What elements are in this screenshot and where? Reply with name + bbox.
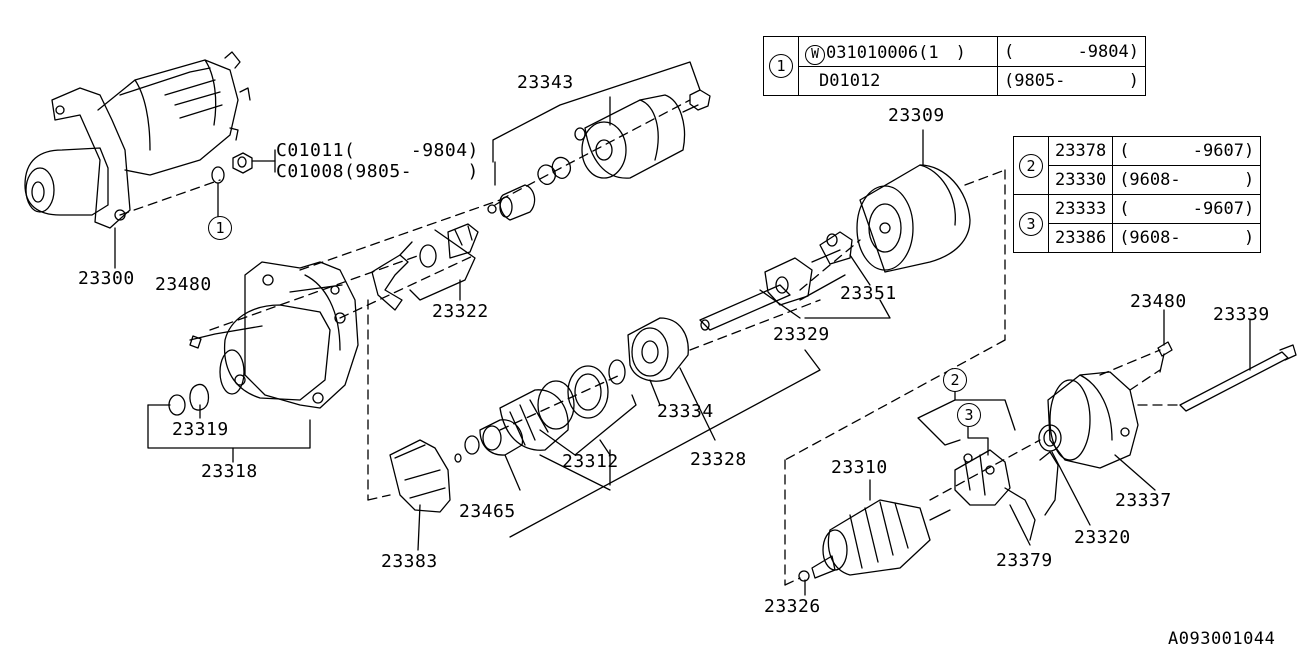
end-cover [1038, 371, 1139, 469]
washer-w-mark: W [805, 45, 825, 65]
through-bolt-23339 [1179, 344, 1297, 412]
variant-table-2: 2 23378 ( -9607) 23330 (9608-) 3 23333 ( -… [1013, 136, 1262, 253]
part-label-23322: 23322 [432, 301, 489, 322]
table-row: 23330 (9608-) [1014, 165, 1262, 195]
part-label-23351: 23351 [840, 283, 897, 304]
range-open: ( [1119, 199, 1130, 219]
part-label-23326: 23326 [764, 596, 821, 617]
range-open: (9608- [1119, 170, 1181, 190]
part-label-23480: 23480 [155, 274, 212, 295]
part-label-23312: 23312 [562, 451, 619, 472]
range-open: (9608- [1119, 228, 1181, 248]
table-part-cell: D01012 [798, 66, 998, 96]
part-label-23379: 23379 [996, 550, 1053, 571]
part-label-23320: 23320 [1074, 527, 1131, 548]
range-text: -9804 [1077, 41, 1129, 62]
table-range-cell: (9805-) [997, 66, 1146, 96]
nut-note-c01008: C01008(9805- ) [276, 161, 479, 182]
range-text: -9607 [1192, 141, 1244, 161]
yoke-field-housing [856, 164, 971, 273]
bushing-23319 [168, 383, 210, 416]
table-row: D01012 (9805-) [764, 66, 1146, 96]
table-range-cell: (9608-) [1112, 223, 1262, 253]
part-label-23465: 23465 [459, 501, 516, 522]
brush-holder [954, 449, 1059, 541]
ref-circle-1: 1 [769, 54, 793, 78]
nut-washer [211, 152, 253, 184]
table-row: 2 23378 ( -9607) [1013, 136, 1262, 195]
part-label-23309: 23309 [888, 105, 945, 126]
pinion-shaft [699, 231, 853, 331]
part-label-23337: 23337 [1115, 490, 1172, 511]
part-label-23329: 23329 [773, 324, 830, 345]
range-close: ) [1243, 170, 1255, 190]
table-part-cell: 23333 [1047, 194, 1114, 224]
range-open: (9805- [1004, 71, 1066, 91]
range-close: ) [1243, 199, 1255, 219]
callout-3: 3 [957, 403, 981, 427]
ref-circle-3: 3 [1019, 211, 1043, 236]
front-housing [219, 261, 359, 409]
assembly-dash-lines [119, 99, 1183, 586]
overrunning-clutch [454, 317, 689, 463]
range-text: -9607 [1192, 199, 1244, 219]
range-close: ) [1243, 141, 1255, 161]
rear-frame-23383 [389, 439, 451, 513]
table-ref-cell: 3 [1013, 194, 1049, 253]
part-number: 031010006(1 ) [826, 43, 966, 63]
table-range-cell: ( -9607) [1112, 136, 1262, 166]
range-close: ) [1128, 41, 1139, 62]
part-label-23318: 23318 [201, 461, 258, 482]
table-range-cell: (9608-) [1112, 165, 1262, 195]
range-close: ) [1128, 71, 1139, 91]
part-label-23343: 23343 [517, 72, 574, 93]
table-part-cell: 23386 [1047, 223, 1114, 253]
part-label-23328: 23328 [690, 449, 747, 470]
armature [798, 499, 951, 582]
part-label-23300: 23300 [78, 268, 135, 289]
range-open: ( [1004, 41, 1015, 62]
shift-lever [371, 223, 479, 311]
part-label-23383: 23383 [381, 551, 438, 572]
starter-assembly [24, 51, 251, 229]
part-number: 23386 [1055, 228, 1107, 248]
callout-1: 1 [208, 216, 232, 240]
part-number: 23378 [1055, 141, 1107, 161]
table-part-cell: 23378 [1047, 136, 1114, 166]
part-label-23334: 23334 [657, 401, 714, 422]
range-open: ( [1119, 141, 1130, 161]
table-row: 3 23333 ( -9607) [1013, 194, 1262, 253]
bolt-23480-left [189, 325, 263, 349]
part-number: 23330 [1055, 170, 1107, 190]
leader-lines [114, 61, 1251, 596]
nut-note-c01011: C01011( -9804) [276, 140, 479, 161]
part-number: 23333 [1055, 199, 1107, 219]
range-close: ) [1243, 228, 1255, 248]
table-ref-cell: 1 [763, 36, 799, 96]
part-label-23310: 23310 [831, 457, 888, 478]
table-range-cell: ( -9607) [1112, 194, 1262, 224]
table-range-cell: ( -9804) [997, 36, 1146, 67]
table-part-cell: 23330 [1047, 165, 1114, 195]
ref-circle-2: 2 [1019, 153, 1043, 178]
part-label-23339: 23339 [1213, 304, 1270, 325]
solenoid-switch [487, 89, 711, 221]
screw-23480-right [1157, 341, 1173, 373]
part-label-23480-right: 23480 [1130, 291, 1187, 312]
table-row: 23386 (9608-) [1014, 223, 1262, 253]
diagram-id: A093001044 [1168, 629, 1276, 649]
table-ref-cell: 2 [1013, 136, 1049, 195]
part-number: D01012 [819, 71, 881, 91]
callout-2: 2 [943, 368, 967, 392]
part-label-23319: 23319 [172, 419, 229, 440]
